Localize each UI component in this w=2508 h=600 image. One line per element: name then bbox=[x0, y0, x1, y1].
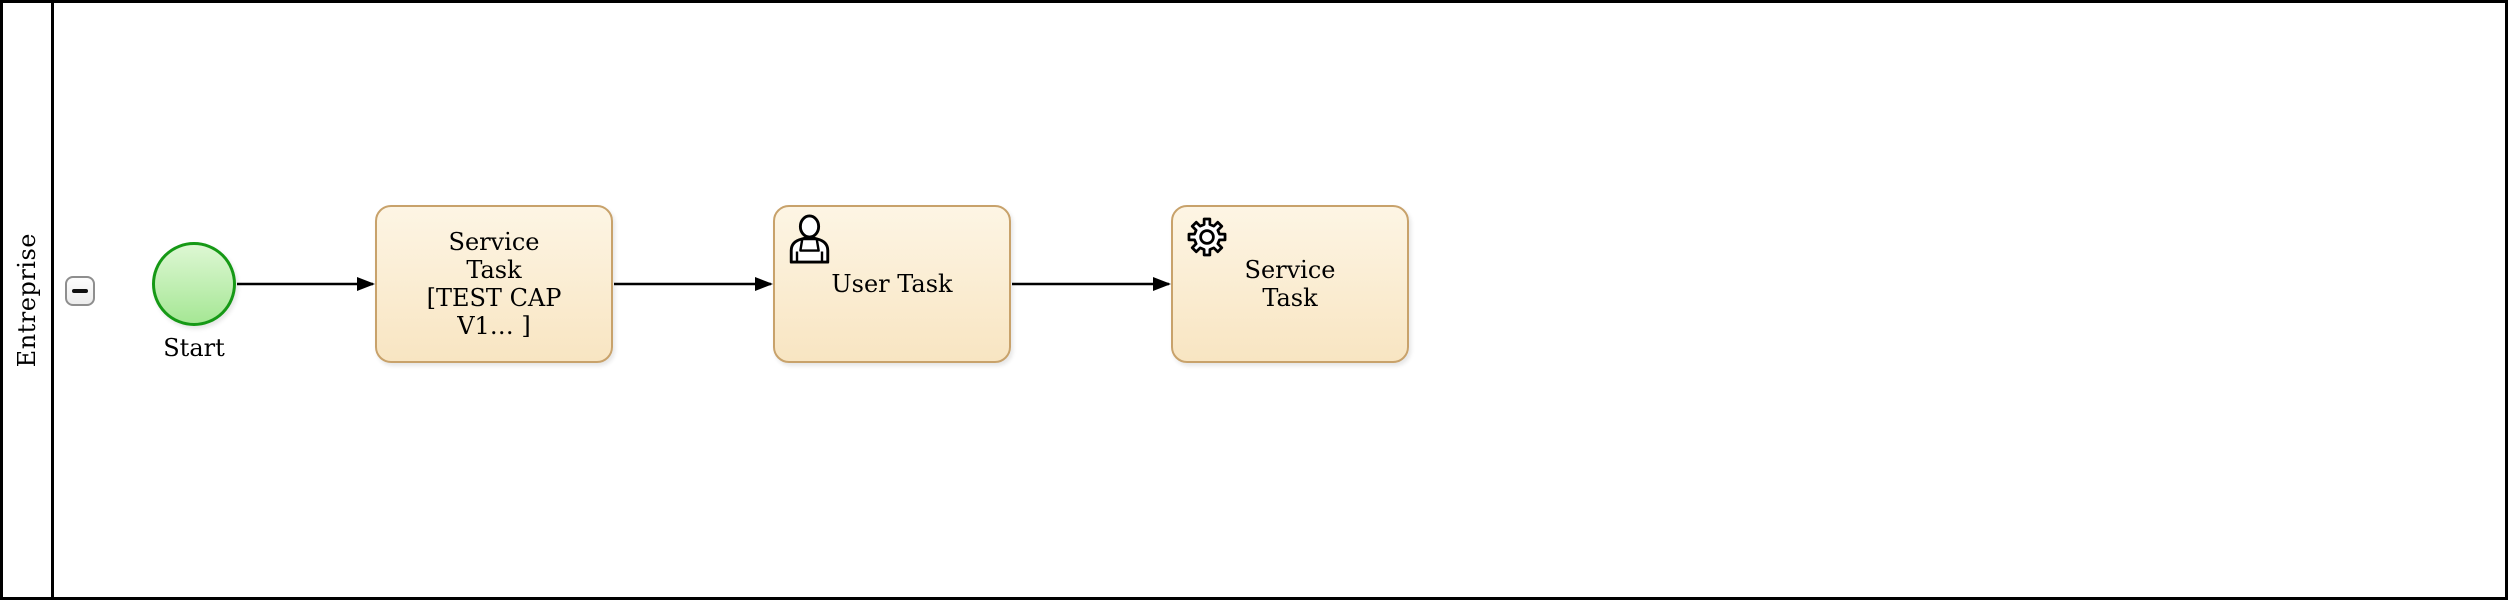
sequence-flows-layer bbox=[237, 277, 1171, 291]
user-icon bbox=[787, 214, 832, 268]
task-label-line: [TEST CAP bbox=[426, 284, 562, 312]
task-user[interactable]: User Task bbox=[773, 205, 1011, 363]
task-label-line: User Task bbox=[831, 270, 953, 298]
gear-icon bbox=[1186, 216, 1228, 262]
task-label-line: Service bbox=[1244, 256, 1336, 284]
pool-label-band[interactable]: Entreprise bbox=[3, 3, 54, 597]
start-event-label: Start bbox=[163, 334, 225, 362]
task-label-line: Task bbox=[1262, 284, 1318, 312]
task-label-line: V1… ] bbox=[457, 312, 531, 340]
start-event[interactable] bbox=[152, 242, 236, 326]
minus-icon bbox=[72, 289, 88, 293]
task-service-2[interactable]: Service Task bbox=[1171, 205, 1409, 363]
task-service-1[interactable]: Service Task [TEST CAP V1… ] bbox=[375, 205, 613, 363]
pool-collapse-button[interactable] bbox=[65, 276, 95, 306]
task-label-line: Service bbox=[448, 228, 540, 256]
task-label-line: Task bbox=[466, 256, 522, 284]
